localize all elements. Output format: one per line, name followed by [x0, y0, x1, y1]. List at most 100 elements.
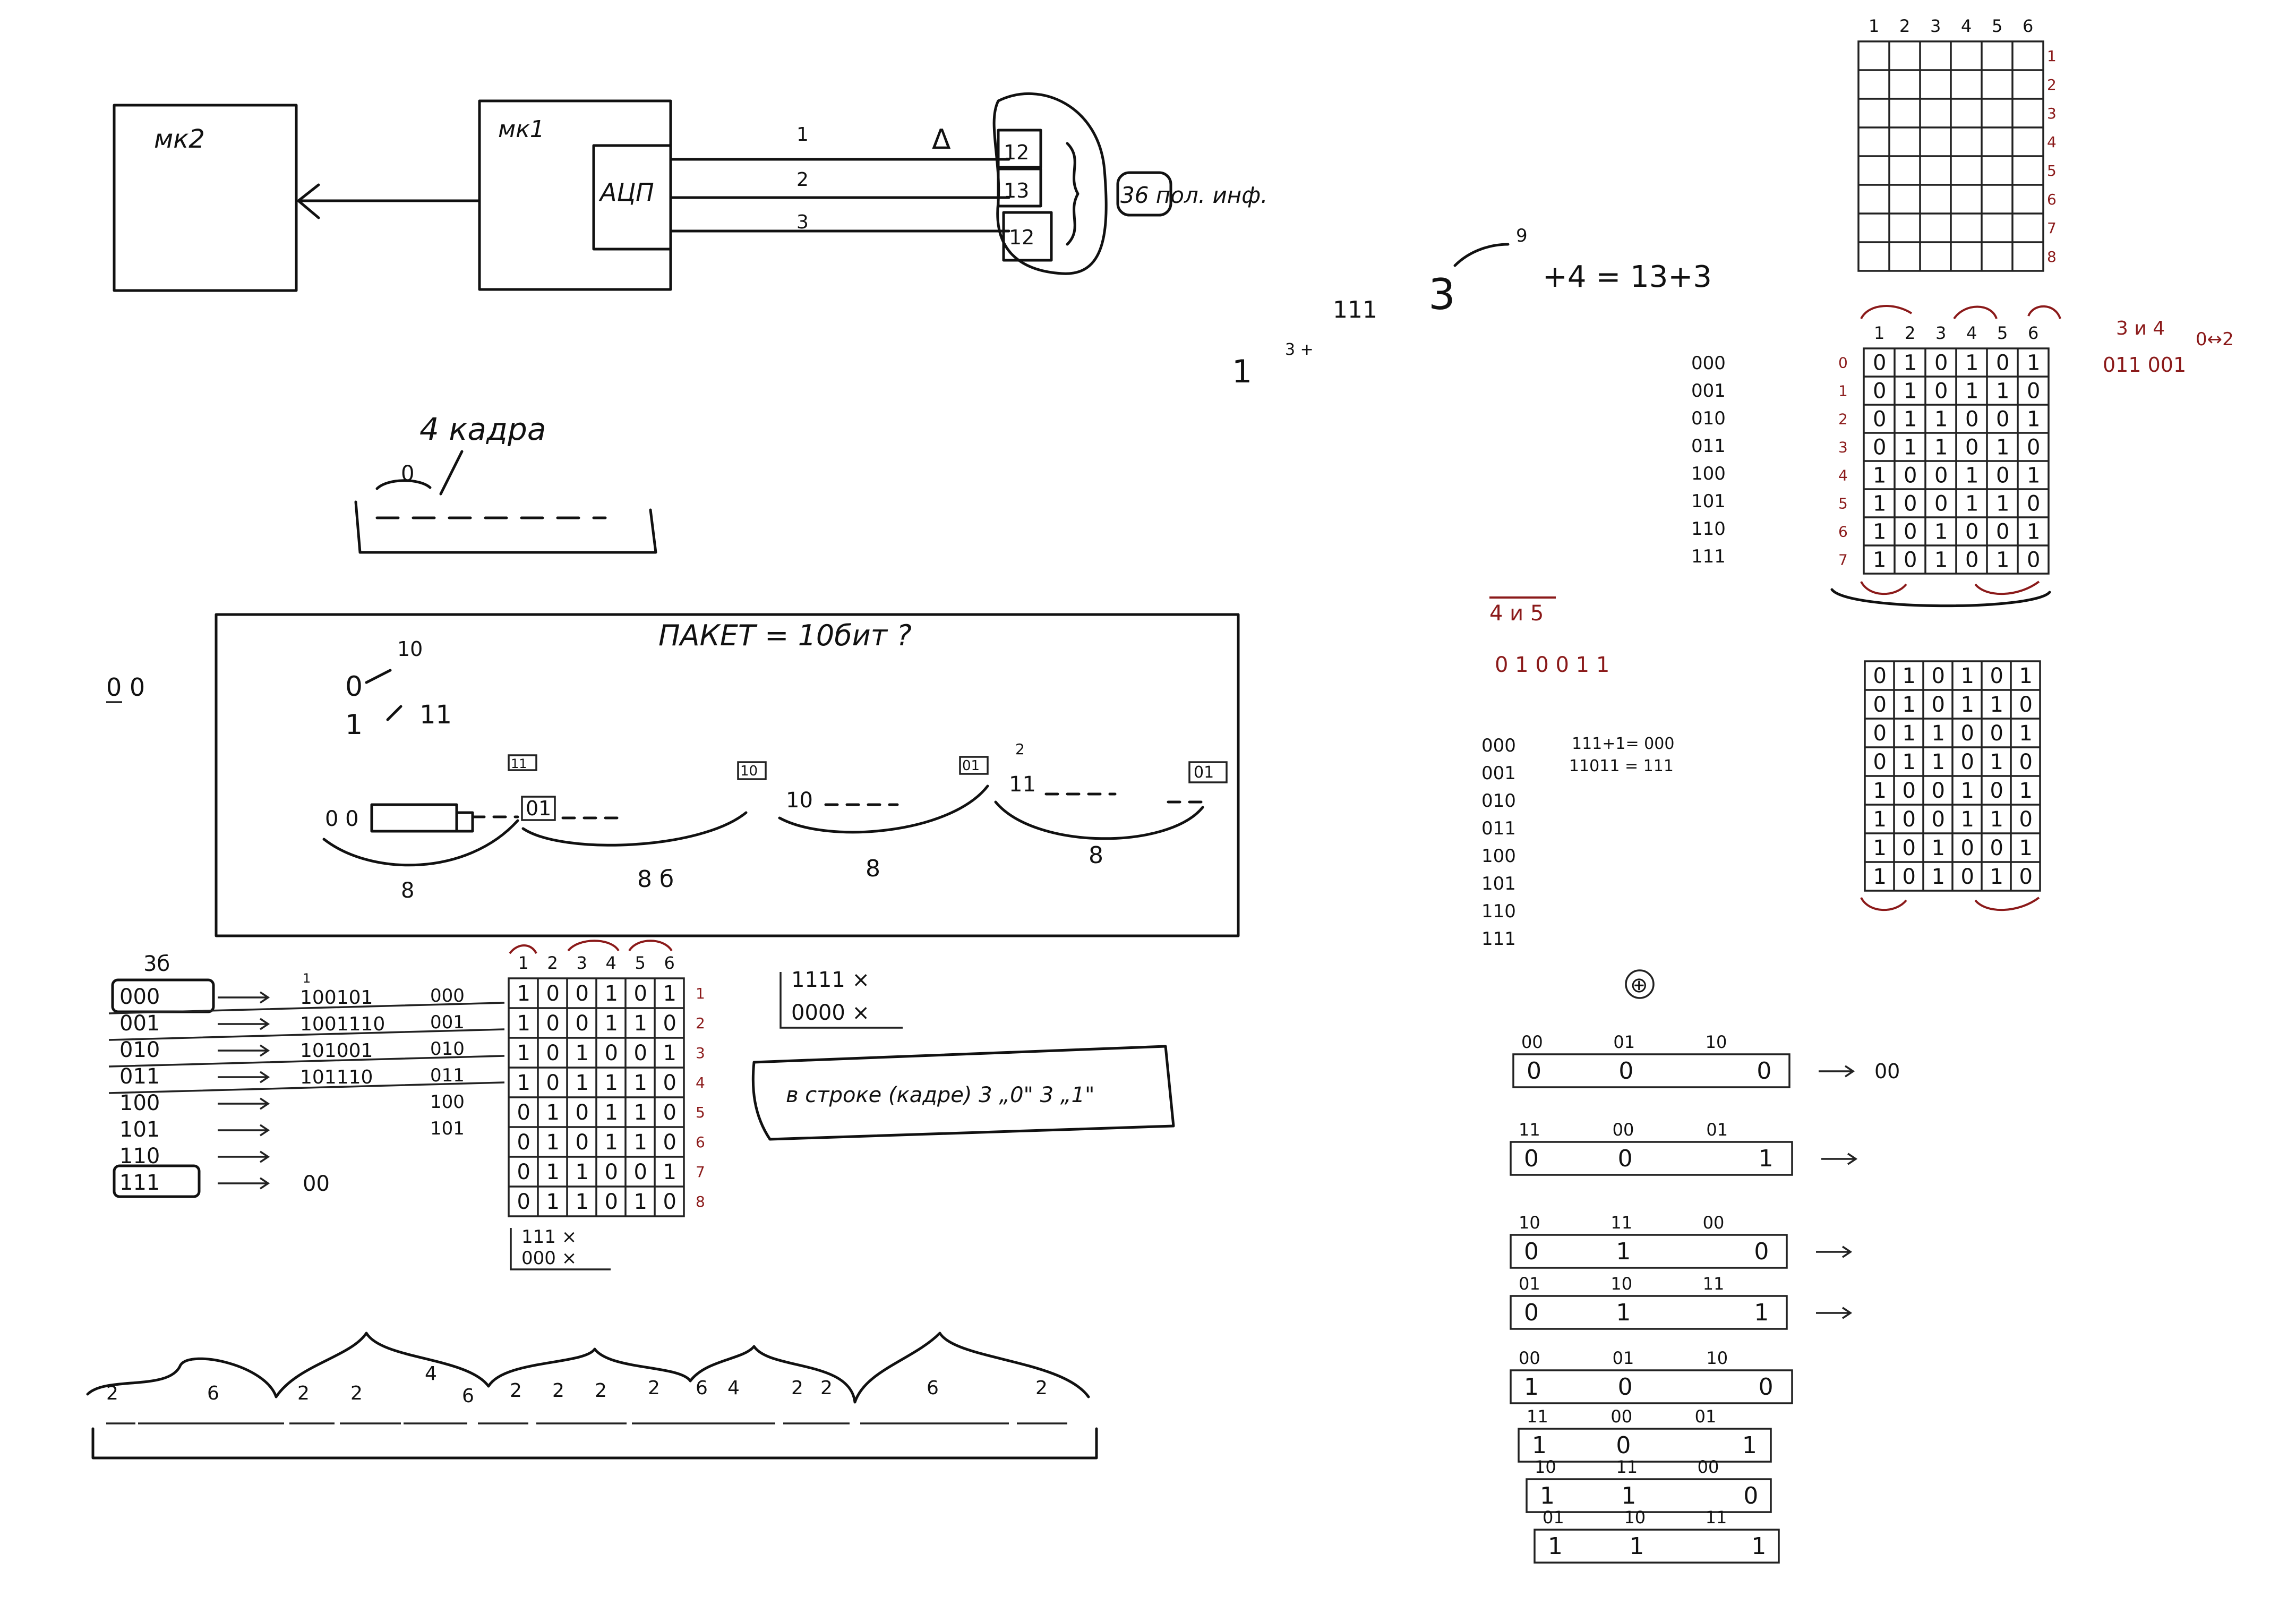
mid-grid-notes: 3 и 4 0↔2 011 001	[2103, 318, 2234, 377]
grid-cell: 0	[2019, 693, 2033, 717]
grid-cell: 0	[1873, 351, 1886, 376]
xor-row-val: 1	[1621, 1482, 1636, 1509]
grid-cell: 1	[1990, 807, 2003, 832]
grid-row-number: 4	[696, 1074, 705, 1091]
code-row: 100	[119, 1091, 160, 1115]
packet-width-4: 8	[1089, 842, 1103, 869]
grid-cell: 0	[1996, 407, 2009, 432]
oplus-circle	[1625, 969, 1655, 999]
packet-cell-1	[997, 129, 1042, 169]
note-zeros: 0000 ×	[791, 1001, 870, 1025]
grid-cell: 1	[1996, 436, 2009, 460]
left-note-2: 000 ×	[521, 1248, 577, 1269]
grid-cell: 1	[1903, 693, 1916, 717]
grid-cell: 0	[1934, 351, 1948, 376]
grid-cell: 0	[2019, 750, 2033, 774]
list-a-item: 001	[1691, 380, 1726, 402]
grid-cell: 1	[1873, 779, 1887, 803]
channel-label-1: 1	[796, 124, 809, 146]
grid-cell: 0	[546, 982, 560, 1006]
grid-cell: 1	[634, 1130, 647, 1155]
xor-row-head: 10	[1519, 1213, 1540, 1233]
grid-cell: 1	[1965, 492, 1978, 516]
formula-nine: 9	[1516, 225, 1528, 246]
grid-cell: 1	[2027, 520, 2040, 544]
code-bits: 101001	[300, 1040, 373, 1062]
grid-cell: 0	[1996, 520, 2009, 544]
grid-cell: 0	[2027, 548, 2040, 573]
code-out: 011	[430, 1065, 465, 1086]
grid-cell: 1	[1932, 721, 1945, 746]
grid-cell: 1	[605, 1100, 618, 1125]
grid-cell: 0	[1965, 548, 1978, 573]
grid-cell: 0	[1903, 807, 1916, 832]
grid-row-number: 0	[1838, 354, 1848, 372]
grid-cell: 0	[1961, 750, 1974, 774]
grid-col-header: 5	[1992, 16, 2002, 36]
adc-label: АЦП	[598, 178, 654, 207]
brace-right	[1066, 142, 1080, 246]
packet-train	[370, 803, 458, 833]
grid-col-header: 6	[2028, 323, 2038, 343]
xor-row-arrow	[1819, 1065, 1855, 1078]
grid-row-number: 4	[1838, 467, 1848, 484]
mid-red-swap: 0↔2	[2196, 329, 2234, 350]
mid-grid-top-braces	[1860, 305, 2061, 320]
grid-cell: 1	[1996, 548, 2009, 573]
grid-cell: 1	[1934, 548, 1948, 573]
xor-row-head: 11	[1519, 1120, 1540, 1140]
grid-row-number: 3	[1838, 439, 1848, 456]
segment-box-1	[521, 796, 556, 821]
code-out: 000	[430, 985, 465, 1006]
timeline-label: 2	[350, 1383, 363, 1404]
mk2-label: мк2	[154, 124, 205, 154]
grid-cell: 0	[663, 1071, 676, 1095]
mid-red-seq: 011 001	[2103, 353, 2186, 377]
grid-col-header: 4	[606, 953, 616, 973]
grid-cell: 0	[1932, 693, 1945, 717]
red-bits: 0 1 0 0 1 1	[1495, 653, 1609, 677]
xor-row-head: 01	[1543, 1507, 1564, 1528]
packet-arrow-1	[365, 669, 392, 684]
xor-row-arrow	[1816, 1245, 1853, 1258]
left-grid-note: 111 × 000 ×	[510, 1226, 611, 1270]
xor-row-head: 00	[1613, 1120, 1634, 1140]
grid-cell: 1	[546, 1130, 560, 1155]
note-ones: 1111 ×	[791, 968, 870, 992]
mk1-label: мк1	[498, 116, 545, 143]
frame-note: в строке (кадре) 3 „0" 3 „1"	[786, 1083, 1094, 1107]
marker-text-2: 10	[740, 763, 758, 779]
grid-cell: 0	[576, 1100, 589, 1125]
frame-note-box	[751, 1045, 1175, 1141]
grid-cell: 1	[634, 1100, 647, 1125]
grid-cell: 1	[2027, 464, 2040, 488]
code-row-arrow	[218, 1018, 270, 1030]
grid-cell: 0	[663, 1011, 676, 1036]
packet-one: 1	[345, 709, 363, 741]
grid-cell: 0	[1903, 779, 1916, 803]
grid-row-number: 1	[696, 985, 705, 1002]
grid-cell: 0	[1965, 407, 1978, 432]
xor-row-val: 0	[1524, 1238, 1539, 1265]
xor-row-val: 0	[1759, 1373, 1774, 1401]
grid-cell: 0	[1903, 836, 1916, 860]
code-row-arrow	[218, 1150, 270, 1163]
xor-row-val: 1	[1532, 1432, 1547, 1459]
grid-cell: 0	[1873, 407, 1886, 432]
xor-row-head: 01	[1695, 1406, 1717, 1427]
xor-row-val: 1	[1759, 1145, 1774, 1172]
grid-cell: 0	[1961, 721, 1974, 746]
xor-row-val: 0	[1757, 1057, 1771, 1085]
formula-three: 3	[1428, 270, 1455, 319]
list-a-item: 011	[1691, 436, 1726, 457]
xor-row-box	[1533, 1529, 1780, 1564]
red-label: 4 и 5	[1489, 601, 1544, 626]
grid-cell: 1	[546, 1190, 560, 1214]
grid-col-header: 5	[1997, 323, 2008, 343]
grid-col-header: 1	[1869, 16, 1879, 36]
grid-cell: 0	[1990, 664, 2003, 688]
code-out: 100	[430, 1091, 465, 1113]
code-row: 111	[119, 1171, 160, 1195]
grid-row-number: 1	[2047, 47, 2057, 65]
